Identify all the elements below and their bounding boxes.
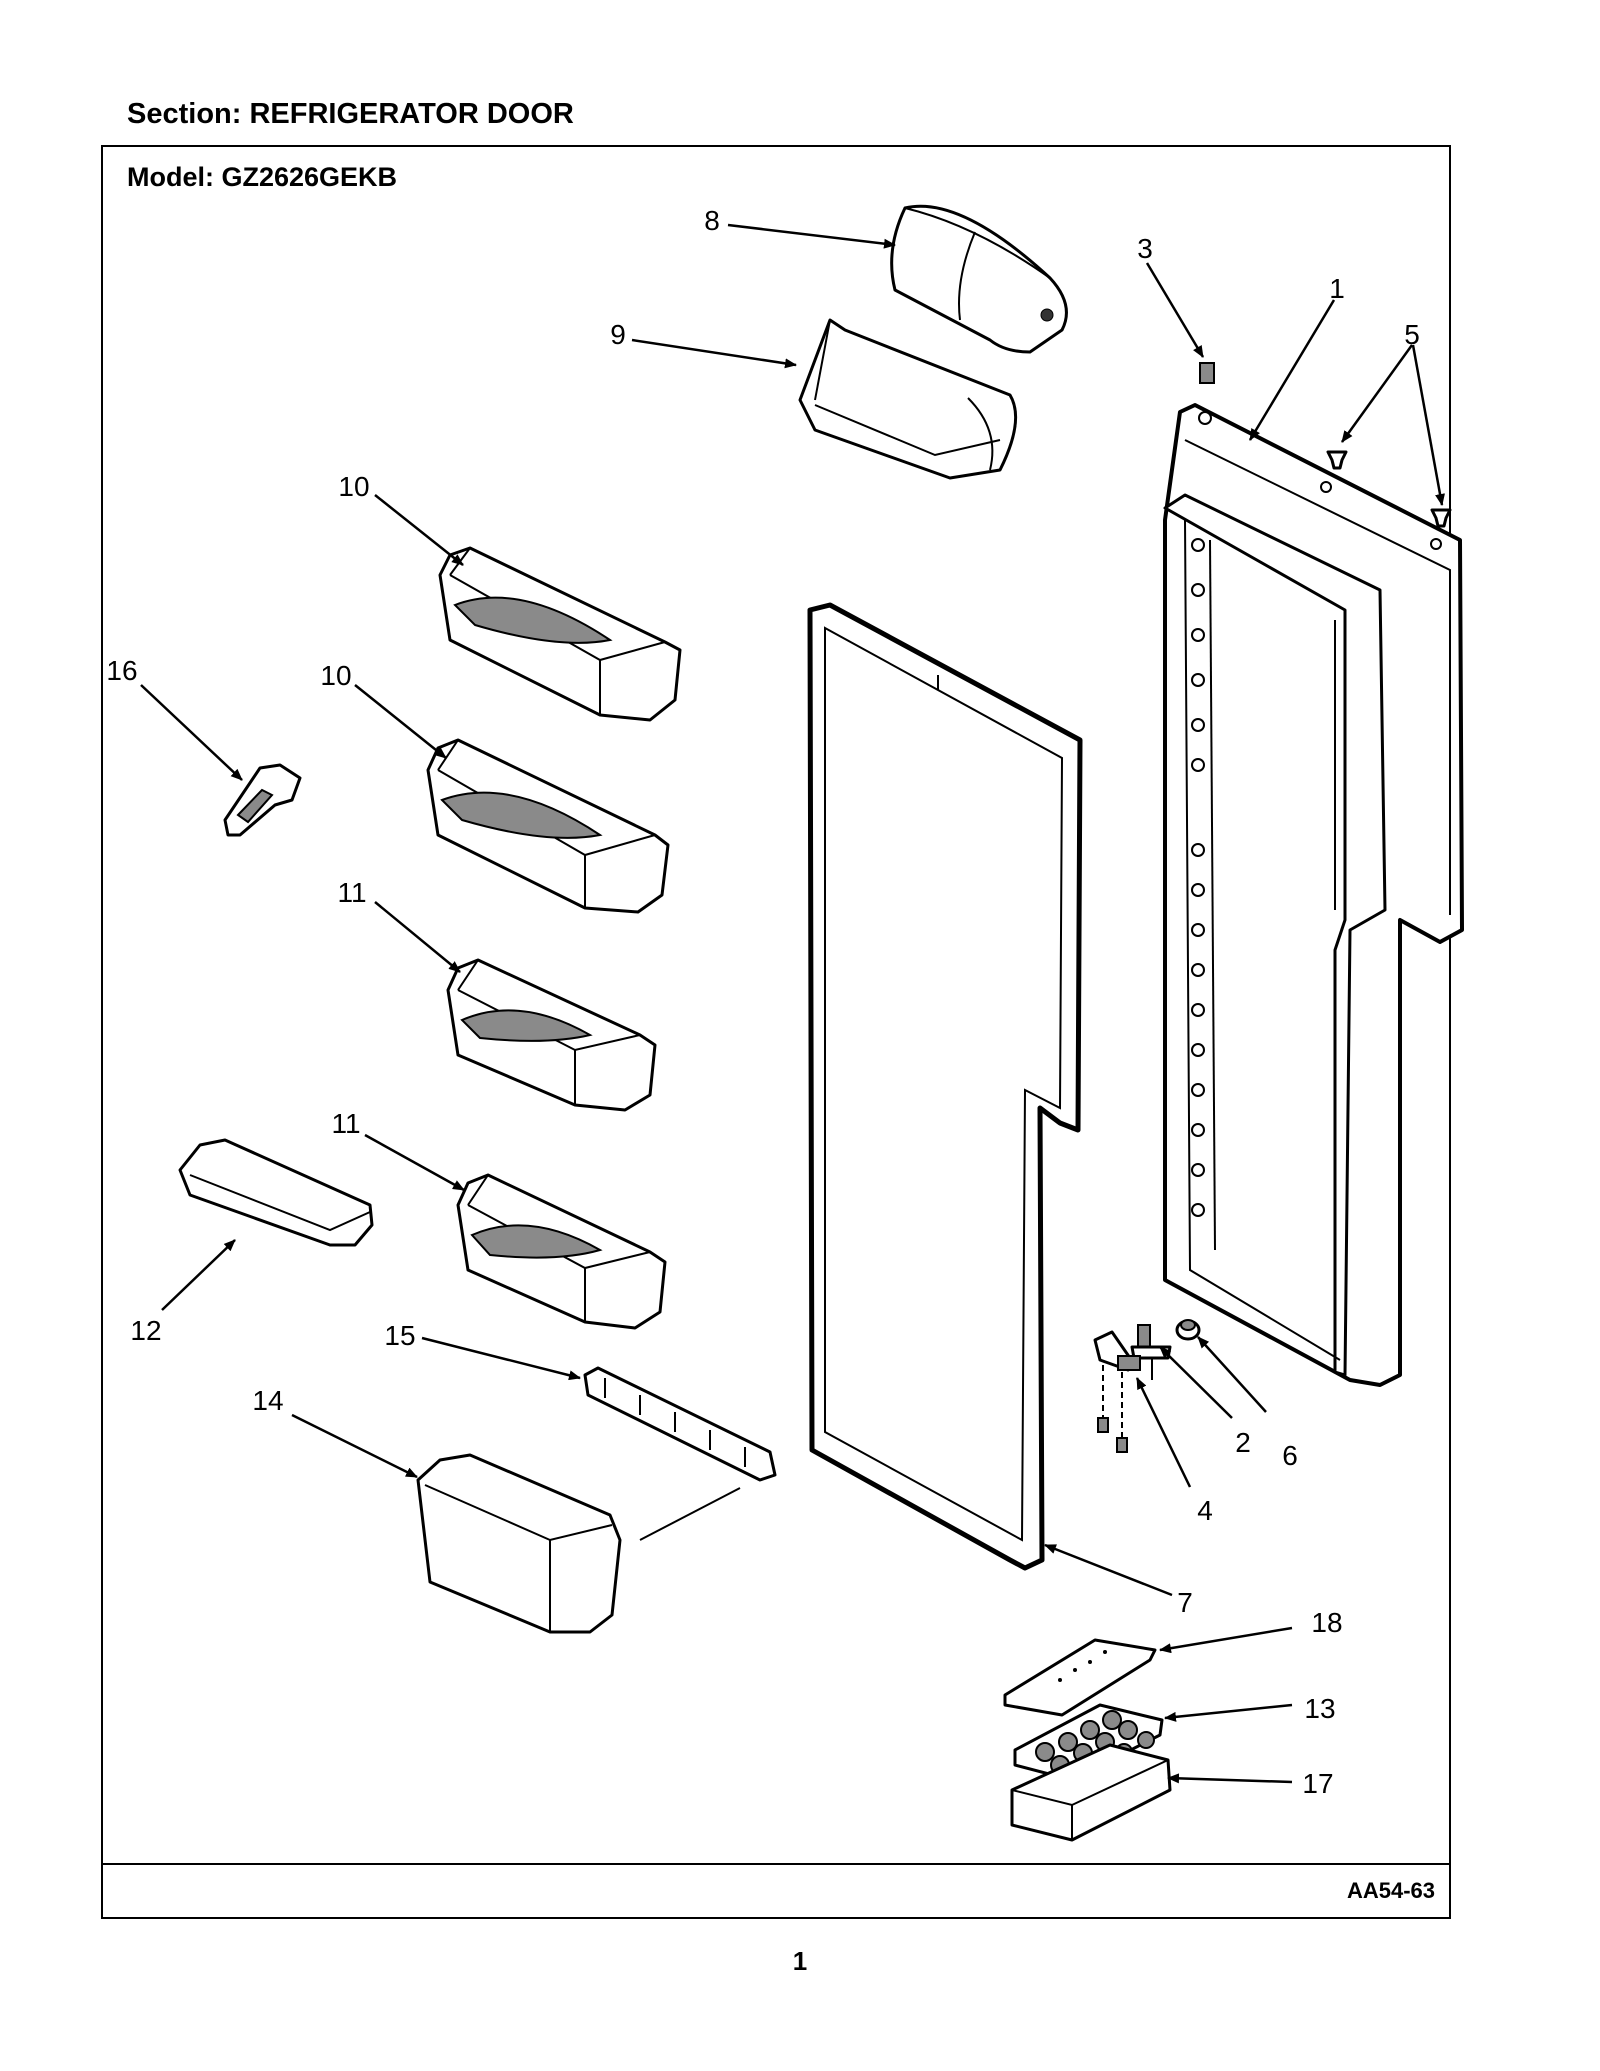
callout-11-lower: 11 (331, 1108, 360, 1139)
part-9-dairy-bin (798, 318, 1018, 480)
part-16-bottle-clip (223, 763, 302, 837)
callout-14: 14 (252, 1385, 283, 1416)
part-17-egg-bin (1010, 1743, 1172, 1842)
callout-16: 16 (106, 655, 137, 686)
callout-5: 5 (1404, 319, 1420, 350)
leader-lines (140, 223, 1445, 1784)
callout-8: 8 (704, 205, 720, 236)
page-number: 1 (792, 1946, 808, 1976)
callout-10-upper: 10 (338, 471, 369, 502)
part-1-refrigerator-door (1163, 403, 1464, 1387)
callout-17: 17 (1302, 1768, 1333, 1799)
callout-18: 18 (1311, 1607, 1342, 1638)
callout-15: 15 (384, 1320, 415, 1351)
callout-1: 1 (1329, 273, 1345, 304)
section-title: Section: REFRIGERATOR DOOR (127, 98, 574, 130)
part-4-hinge-bracket (1093, 1330, 1141, 1453)
part-14-deep-bin (416, 1453, 622, 1634)
footer-divider (101, 1863, 1451, 1865)
part-18-egg-cover (1003, 1638, 1157, 1717)
callout-10-lower: 10 (320, 660, 351, 691)
door-shelf-holes (1191, 538, 1205, 1217)
callout-11-upper: 11 (337, 877, 366, 908)
part-11-door-bin-upper (446, 958, 657, 1112)
callout-13: 13 (1304, 1693, 1335, 1724)
callout-2: 2 (1235, 1427, 1251, 1458)
callout-labels: 8 9 3 1 5 10 10 16 11 11 12 15 14 2 6 4 … (106, 205, 1419, 1799)
drawing-code: AA54-63 (1346, 1878, 1435, 1903)
part-5-plugs (1326, 450, 1452, 528)
part-8-dairy-cover (890, 204, 1068, 354)
part-15-retainer-bar (583, 1366, 777, 1541)
model-label: Model: GZ2626GEKB (127, 162, 398, 192)
part-10-door-bin-upper (438, 546, 682, 722)
callout-7: 7 (1177, 1587, 1193, 1618)
diagram-frame (101, 145, 1451, 1919)
part-3-hinge-bushing (1199, 362, 1215, 384)
callout-3: 3 (1137, 233, 1153, 264)
part-11-door-bin-lower (456, 1173, 667, 1330)
part-7-door-gasket (807, 602, 1083, 1571)
callout-9: 9 (610, 319, 626, 350)
part-12-shallow-shelf (178, 1138, 374, 1247)
part-10-door-bin-lower (426, 738, 670, 914)
part-6-door-stop (1175, 1319, 1201, 1341)
callout-6: 6 (1282, 1440, 1298, 1471)
callout-4: 4 (1197, 1495, 1213, 1526)
callout-12: 12 (130, 1315, 161, 1346)
